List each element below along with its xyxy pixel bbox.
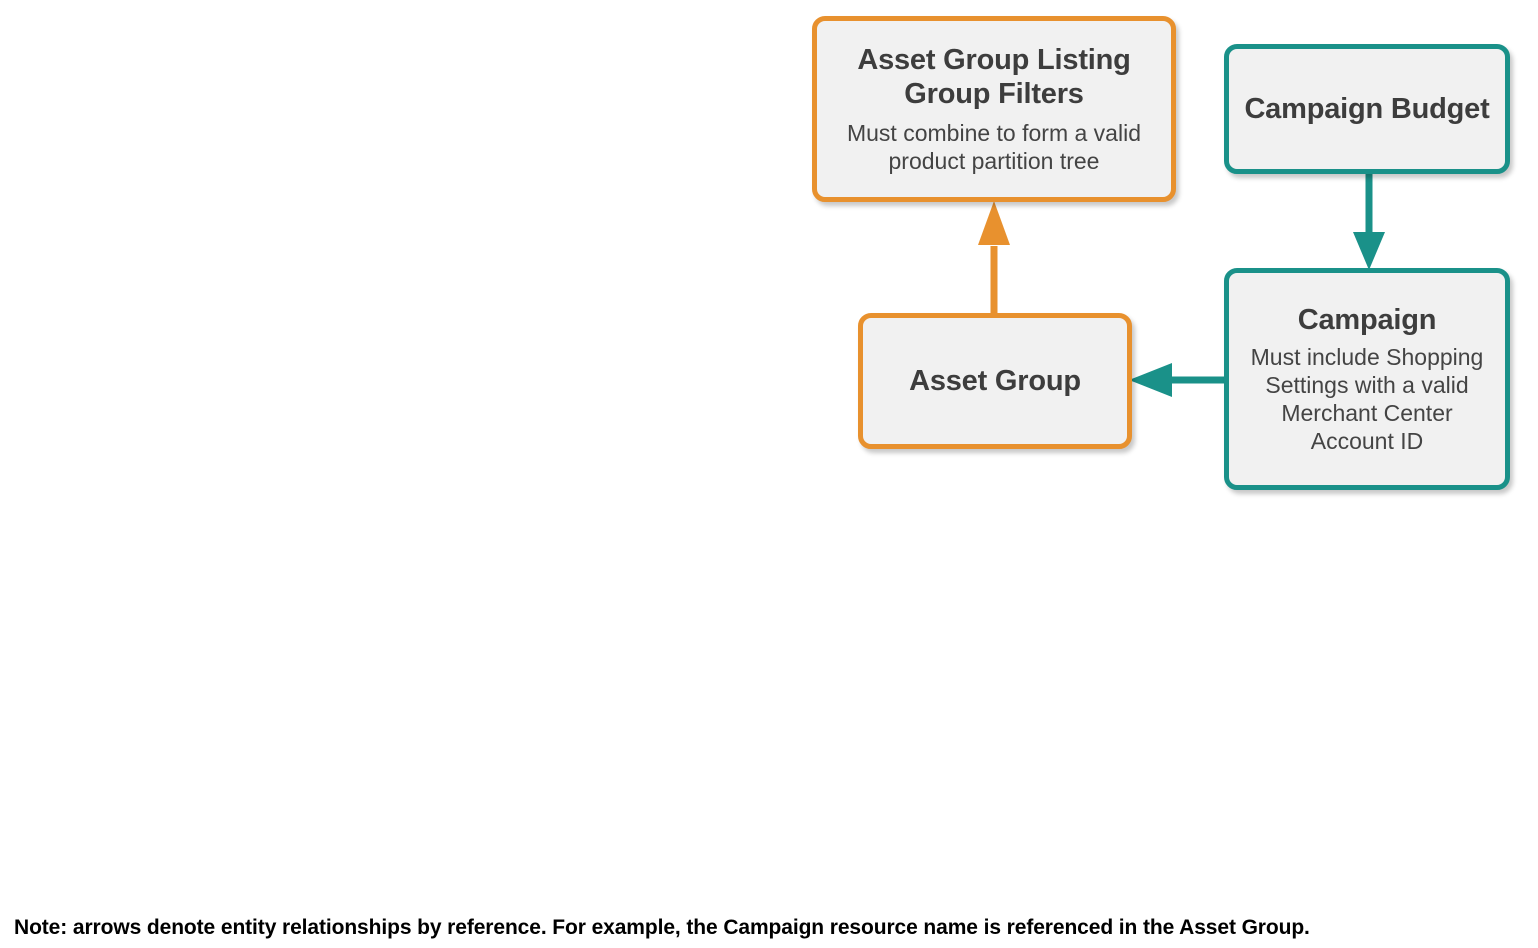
node-title-asset-group-listing-group-filters: Asset Group Listing Group Filters <box>857 44 1131 111</box>
edge-campaign-budget-to-campaign <box>1352 170 1386 275</box>
diagram-footnote: Note: arrows denote entity relationships… <box>14 916 1310 939</box>
node-asset-group[interactable]: Asset Group <box>858 313 1132 449</box>
node-description-campaign: Must include Shopping Settings with a va… <box>1250 343 1484 454</box>
edge-campaign-to-asset-group <box>1126 360 1230 400</box>
asset-group-to-listing-group-filters-arrow-icon <box>978 201 1010 318</box>
campaign-to-asset-group-arrow-icon <box>1129 363 1230 397</box>
node-title-asset-group: Asset Group <box>909 364 1081 397</box>
campaign-budget-to-campaign-arrow-icon <box>1353 170 1385 270</box>
node-campaign[interactable]: Campaign Must include Shopping Settings … <box>1224 268 1510 490</box>
node-asset-group-listing-group-filters[interactable]: Asset Group Listing Group Filters Must c… <box>812 16 1176 202</box>
edge-asset-group-to-listing-group-filters <box>976 198 1012 318</box>
node-campaign-budget[interactable]: Campaign Budget <box>1224 44 1510 174</box>
node-description-asset-group-listing-group-filters: Must combine to form a valid product par… <box>846 119 1141 174</box>
node-title-campaign: Campaign <box>1297 304 1437 337</box>
node-title-campaign-budget: Campaign Budget <box>1244 92 1490 125</box>
